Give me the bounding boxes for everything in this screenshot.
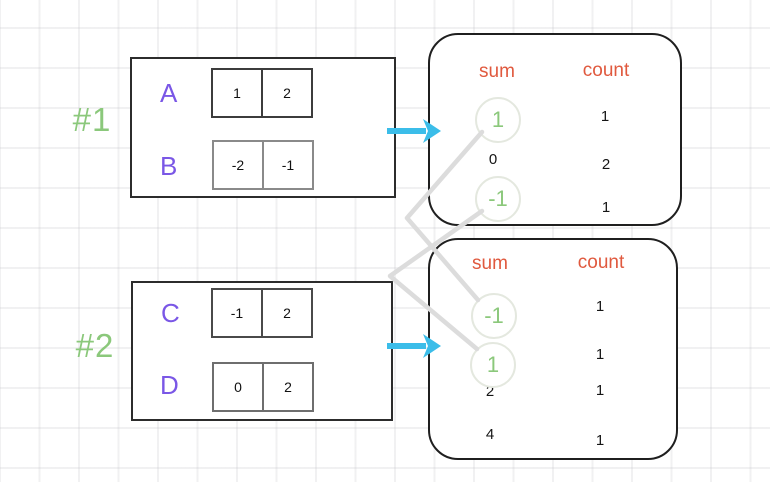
count-value: 1 [595,432,605,449]
array-cell: -1 [230,305,244,321]
array-label-d: D [160,370,179,400]
array-label-a: A [160,78,178,108]
count-value: 1 [600,108,610,125]
array-label-c: C [161,298,180,328]
sum-value: 0 [488,151,498,168]
circled-sum-value: 1 [470,342,516,388]
array-a-cells: 1 2 [211,68,313,118]
count-value: 1 [595,346,605,363]
table2-sum-header: sum [472,253,508,274]
group1-tag: #1 [72,101,112,138]
count-value: 1 [601,199,611,216]
array-cell: 1 [233,85,241,101]
array-cell: -1 [262,142,312,188]
circled-sum-value: -1 [471,293,517,339]
circled-sum-value: 1 [475,97,521,143]
array-b-cells: -2 -1 [212,140,314,190]
array-d-cells: 0 2 [212,362,314,412]
array-cell: 2 [261,70,311,116]
group2-tag: #2 [75,327,115,364]
array-c-cells: -1 2 [211,288,313,338]
array-label-b: B [160,151,178,181]
sum-value: 2 [485,383,495,400]
table1-sum-header: sum [479,61,515,82]
count-value: 1 [595,382,605,399]
array-cell: 2 [262,364,312,410]
array-cell: -2 [231,157,245,173]
count-value: 1 [595,298,605,315]
sum-value: 4 [485,426,495,443]
circled-sum-value: -1 [475,176,521,222]
array-cell: 2 [261,290,311,336]
array-cell: 0 [234,379,242,395]
table2-count-header: count [577,252,625,273]
count-value: 2 [601,156,611,173]
table1-count-header: count [582,60,630,81]
